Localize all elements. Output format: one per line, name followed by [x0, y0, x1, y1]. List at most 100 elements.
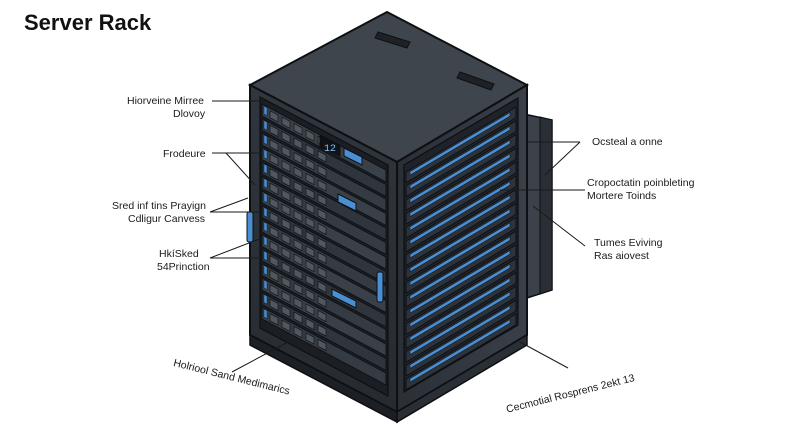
- front-unit-vent: [281, 247, 291, 260]
- side-unit-stripe: [409, 277, 511, 342]
- front-unit-vent: [293, 326, 303, 339]
- label-mid-left-3-line2: 54Prinction: [157, 261, 210, 273]
- front-unit-vent: [305, 274, 315, 287]
- label-mid-right-2: Tumes Eviving Ras aiovest: [594, 237, 662, 263]
- front-unit-vent: [317, 266, 327, 279]
- front-unit-vent: [281, 218, 291, 231]
- front-unit-vent: [269, 298, 279, 312]
- side-unit-stripe: [409, 153, 511, 217]
- label-mid-right-1-line1: Cropoctatin poinbleting: [587, 177, 695, 189]
- side-unit-stripe: [409, 112, 511, 176]
- side-server-units: [405, 106, 517, 391]
- front-unit-led: [263, 250, 268, 261]
- front-unit-vent: [293, 282, 303, 295]
- side-unit-stripe: [409, 222, 511, 286]
- label-mid-left-2: Sred inf tins Prayign Cdligur Canvess: [112, 200, 206, 226]
- front-unit-led: [263, 207, 268, 218]
- front-unit-vent: [317, 309, 327, 323]
- label-mid-left-3-line1: HkíSked: [159, 248, 199, 260]
- front-unit-vent: [281, 174, 291, 187]
- label-top-right: Ocsteal a onne: [592, 136, 663, 149]
- side-unit-stripe: [409, 208, 511, 273]
- rack-base: [249, 333, 528, 424]
- front-unit-vent: [293, 297, 303, 310]
- front-unit-vent: [269, 153, 279, 167]
- front-unit-led: [263, 134, 268, 145]
- front-unit-vent: [293, 152, 303, 165]
- diagram-title: Server Rack: [24, 10, 152, 35]
- front-unit-led: [263, 294, 268, 305]
- front-unit-vent: [305, 259, 315, 273]
- front-unit-vent: [305, 288, 315, 302]
- label-mid-left-1-line1: Frodeure: [163, 148, 206, 160]
- front-unit-vent: [269, 139, 279, 152]
- front-unit-vent: [293, 239, 303, 252]
- front-unit-vent: [305, 129, 315, 142]
- front-unit-vent: [269, 269, 279, 283]
- front-unit-vent: [305, 143, 315, 157]
- label-mid-right-1: Cropoctatin poinbleting Mortere Toinds: [587, 177, 694, 203]
- front-unit-vent: [293, 210, 303, 223]
- front-unit-vent: [281, 116, 291, 129]
- front-unit-vent: [281, 131, 291, 144]
- side-unit-stripe: [409, 167, 511, 231]
- leader-lines: [209, 100, 586, 373]
- front-unit-vent: [305, 158, 315, 171]
- front-unit-led: [263, 120, 268, 131]
- front-display: 12: [319, 135, 363, 309]
- front-unit-led: [263, 221, 268, 232]
- front-unit-vent: [317, 324, 327, 337]
- front-unit-vent: [293, 166, 303, 179]
- label-mid-left-2-line1: Sred inf tins Prayign: [112, 200, 206, 212]
- side-unit-stripe: [409, 291, 511, 355]
- front-unit-vent: [305, 172, 315, 186]
- front-unit-vent: [281, 203, 291, 216]
- front-unit-vent: [293, 253, 303, 266]
- front-unit-led: [263, 265, 268, 276]
- front-unit-vent: [269, 182, 279, 196]
- label-top-left-line1: Hiorveine Mirree: [127, 95, 205, 107]
- front-unit-vent: [305, 317, 315, 331]
- front-unit-vent: [293, 268, 303, 281]
- front-unit-vent: [317, 251, 327, 265]
- rack-top: [247, 10, 530, 164]
- front-unit-vent: [281, 232, 291, 245]
- front-unit-vent: [281, 261, 291, 274]
- side-unit-stripe: [409, 263, 511, 328]
- label-mid-left-2-line2: Cdligur Canvess: [128, 213, 206, 225]
- front-unit-vent: [293, 123, 303, 136]
- side-unit-stripe: [409, 319, 511, 383]
- front-unit-vent: [281, 319, 291, 332]
- front-unit-vent: [305, 303, 315, 316]
- front-unit-led: [263, 192, 268, 203]
- front-unit-vent: [269, 168, 279, 181]
- label-top-right-line1: Ocsteal a onne: [592, 136, 663, 148]
- side-unit-stripe: [409, 125, 511, 190]
- front-unit-vent: [281, 160, 291, 173]
- front-unit-vent: [317, 164, 327, 178]
- front-unit-vent: [317, 222, 327, 236]
- side-unit-stripe: [409, 181, 511, 245]
- front-unit-vent: [317, 338, 327, 352]
- front-unit-vent: [317, 150, 327, 163]
- front-unit-vent: [269, 284, 279, 297]
- front-unit-vent: [317, 295, 327, 308]
- front-unit-vent: [269, 313, 279, 326]
- front-unit-vent: [293, 311, 303, 324]
- front-server-units: [261, 103, 387, 386]
- front-unit-vent: [269, 197, 279, 210]
- label-top-left: Hiorveine Mirree Dlovoy: [127, 95, 207, 121]
- front-unit-led: [263, 279, 268, 290]
- label-mid-left-1: Frodeure: [163, 148, 206, 161]
- front-unit-vent: [269, 211, 279, 225]
- front-unit-vent: [317, 237, 327, 250]
- front-unit-led: [263, 178, 268, 189]
- front-unit-vent: [281, 189, 291, 202]
- front-unit-vent: [281, 145, 291, 158]
- front-unit-vent: [293, 224, 303, 237]
- front-unit-vent: [305, 245, 315, 258]
- front-unit-vent: [317, 179, 327, 192]
- front-unit-vent: [305, 187, 315, 200]
- side-unit-stripe: [409, 236, 511, 300]
- side-unit-stripe: [409, 194, 511, 259]
